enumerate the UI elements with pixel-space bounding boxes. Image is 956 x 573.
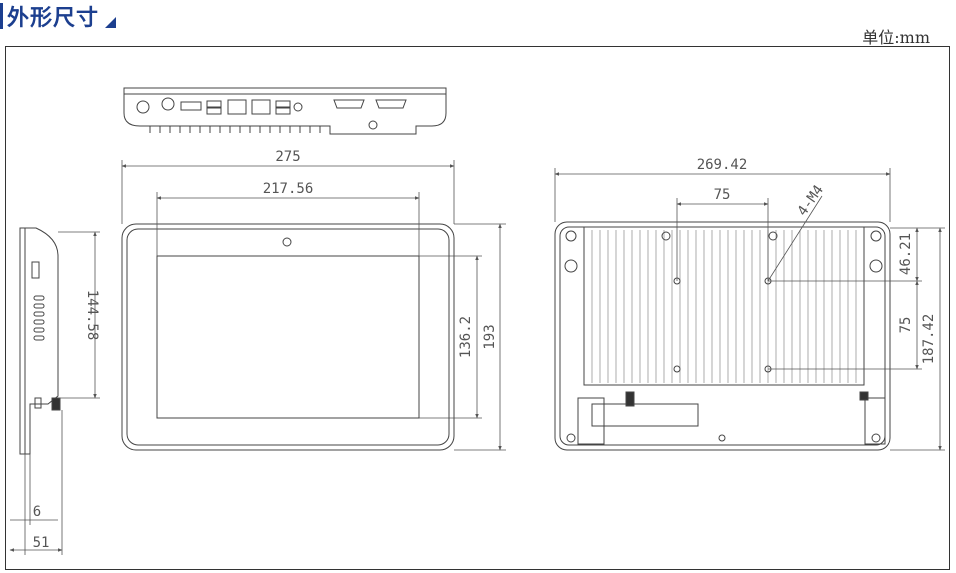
mount-bracket-right <box>864 397 886 445</box>
lan-port-icon <box>227 99 247 115</box>
side-view <box>19 227 61 455</box>
front-camera-icon <box>282 237 292 247</box>
dc-power-jack-icon <box>136 100 150 114</box>
side-connector-block <box>51 397 61 411</box>
power-button-icon <box>161 97 175 111</box>
front-dimension-lines <box>121 160 506 451</box>
side-dimension-lines <box>9 231 100 555</box>
heatsink-fins-rear <box>591 230 857 383</box>
dim-hole-callout: 4-M4 <box>795 182 827 219</box>
io-window <box>591 403 699 427</box>
side-bracket <box>34 397 42 409</box>
dim-rear-height: 187.42 <box>921 314 937 365</box>
ground-screw-icon <box>368 120 378 130</box>
vesa-hole-icon <box>673 365 681 373</box>
bottom-screw-icon <box>718 434 726 442</box>
usb-port-icon <box>206 100 222 108</box>
section-title: 外形尺寸 <box>0 0 117 32</box>
dim-side-height: 144.58 <box>84 290 100 341</box>
rear-view <box>554 221 891 451</box>
unit-label: 单位:mm <box>862 28 930 47</box>
heatsink-outline <box>583 227 865 386</box>
hdmi-port-icon <box>180 101 202 111</box>
usb-port-icon <box>206 107 222 115</box>
front-view <box>121 223 455 451</box>
heatsink-fins-top <box>149 126 321 133</box>
dim-front-height: 193 <box>482 324 498 349</box>
hole-callout-leader <box>767 195 823 282</box>
lan-port-icon <box>251 99 271 115</box>
serial-port-icon <box>333 99 365 109</box>
dim-screen-height: 136.2 <box>458 316 474 358</box>
corner-screw-icon <box>871 433 881 443</box>
rear-dimension-lines <box>554 168 945 451</box>
corner-screw-icon <box>870 230 882 242</box>
top-view <box>123 87 447 135</box>
dim-hole-spacing-v: 75 <box>898 317 914 334</box>
title-accent-bar <box>0 3 3 29</box>
title-text: 外形尺寸 <box>7 6 100 31</box>
dim-screen-width: 217.56 <box>263 181 314 197</box>
rear-connector-block <box>625 391 635 407</box>
usb-port-icon <box>275 107 291 115</box>
rear-connector-block <box>859 391 869 401</box>
title-corner-triangle <box>105 16 117 28</box>
corner-screw-icon <box>869 259 883 273</box>
frame-screw-icon <box>768 231 778 241</box>
side-vent-slots <box>33 295 45 341</box>
corner-screw-icon <box>564 259 578 273</box>
dim-hole-spacing-h: 75 <box>714 187 731 203</box>
side-port-icon <box>31 261 40 279</box>
dim-front-width: 275 <box>275 149 300 165</box>
dim-rear-width: 269.42 <box>697 157 748 173</box>
usb-port-icon <box>275 100 291 108</box>
screen-area <box>156 255 420 419</box>
mount-bracket-left <box>577 397 605 445</box>
audio-jack-icon <box>293 102 303 112</box>
dim-side-bezel: 6 <box>33 504 41 520</box>
dim-rear-top-offset: 46.21 <box>898 233 914 275</box>
corner-screw-icon <box>565 230 577 242</box>
dim-side-depth: 51 <box>33 535 50 551</box>
frame-screw-icon <box>661 231 671 241</box>
drawing-frame <box>5 46 950 570</box>
corner-screw-icon <box>566 433 576 443</box>
serial-port-icon <box>375 99 407 109</box>
